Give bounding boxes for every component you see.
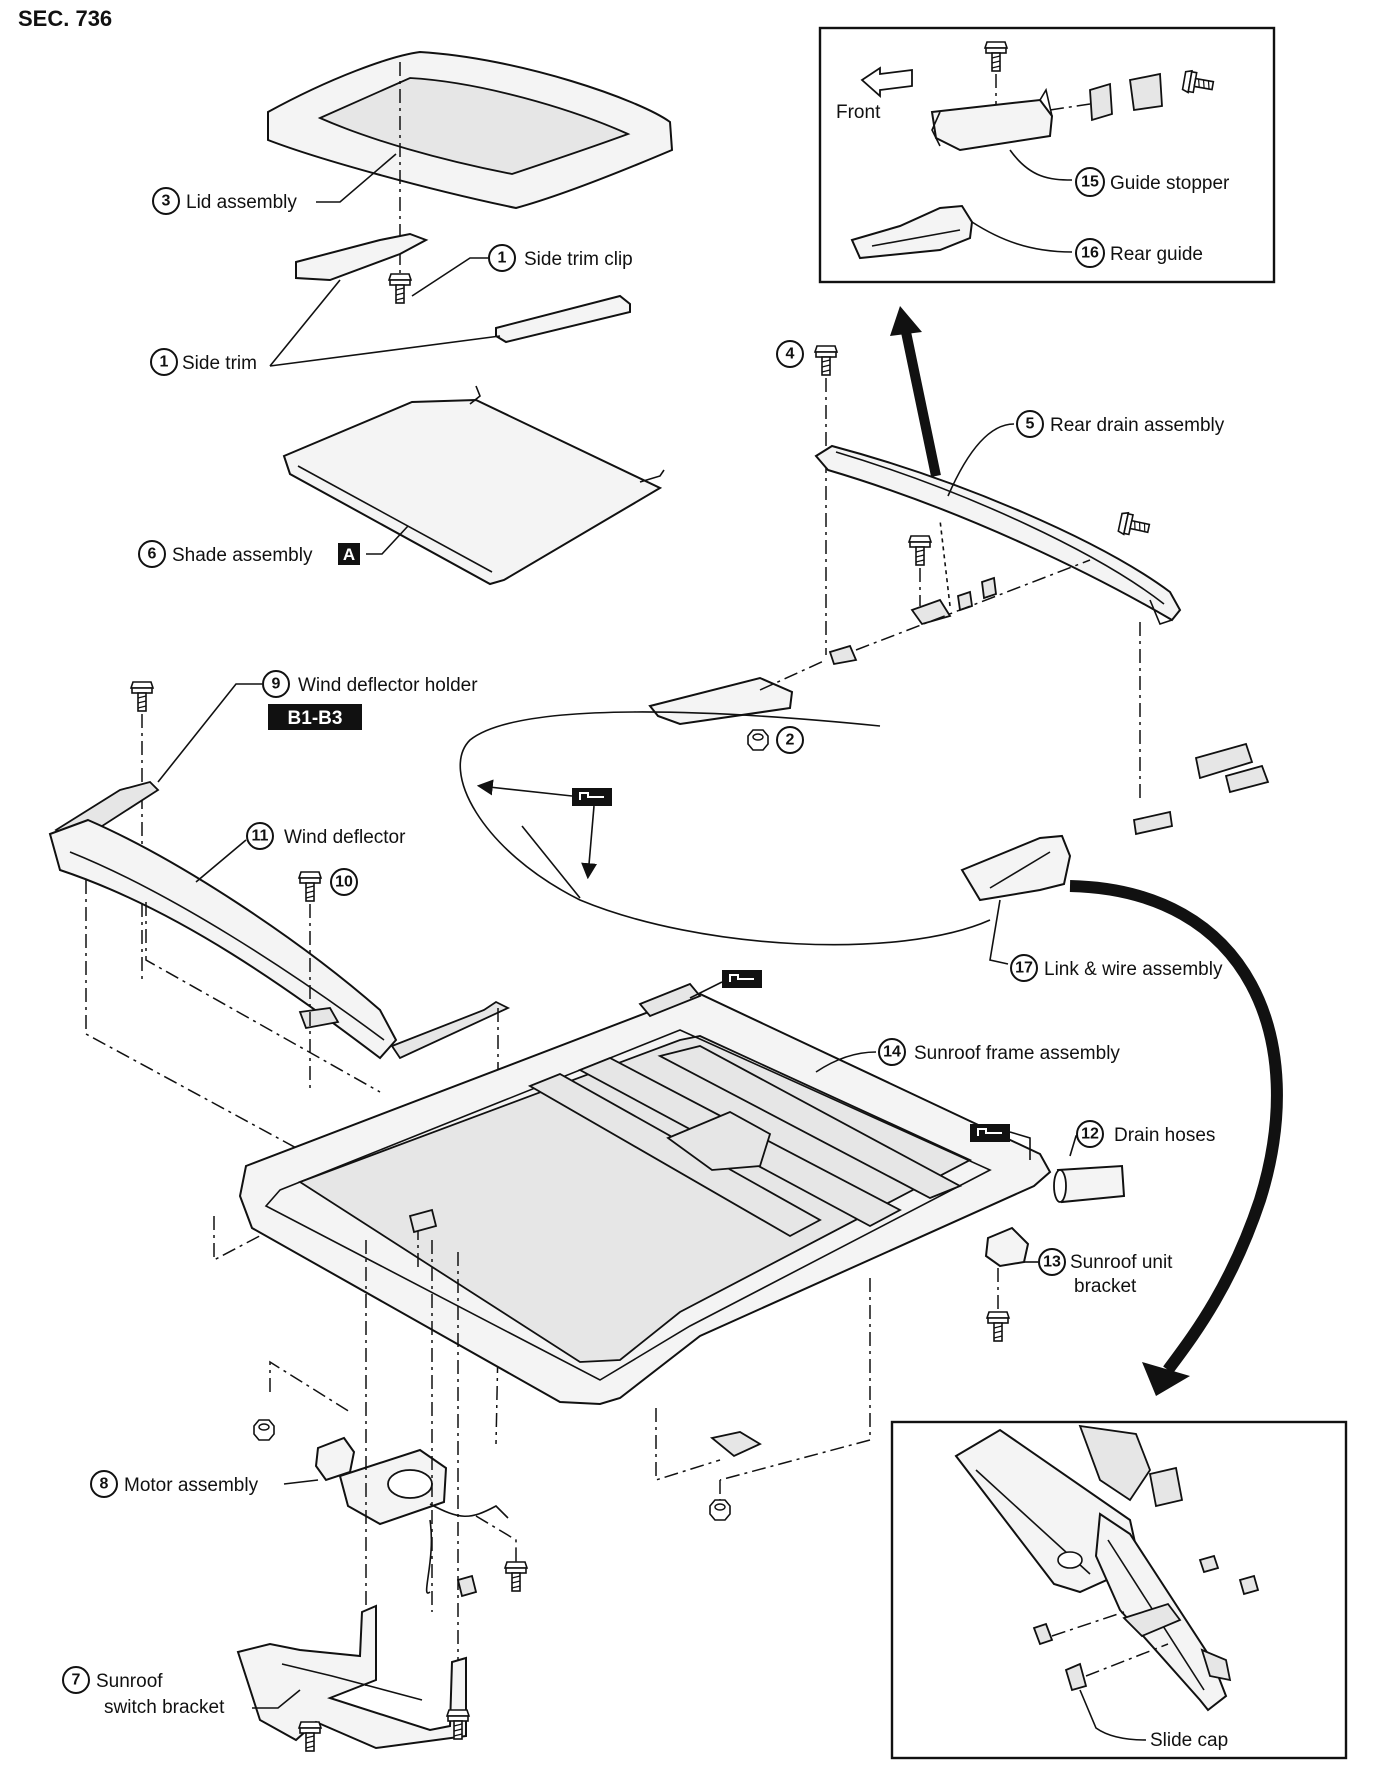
callout-12: 12	[1081, 1126, 1099, 1143]
callout-13: 13	[1043, 1254, 1061, 1271]
grease-icon	[721, 969, 763, 989]
side-trim-clip-label: Side trim clip	[524, 249, 633, 270]
bolt-icon	[986, 1311, 1010, 1342]
bolt-icon	[504, 1561, 528, 1592]
bolt-icon	[1181, 68, 1216, 98]
callout-5: 5	[1026, 416, 1035, 433]
front-label: Front	[836, 102, 881, 123]
callout-9: 9	[272, 676, 281, 693]
motor-assembly	[314, 1436, 509, 1598]
rear-guide-part	[850, 204, 974, 260]
sunroof-frame-assembly	[238, 982, 1052, 1458]
rear-guide-label: Rear guide	[1110, 244, 1203, 265]
side-trim-part	[495, 294, 631, 344]
callout-17: 17	[1015, 960, 1033, 977]
callout-15: 15	[1081, 174, 1099, 191]
shade-assembly	[282, 385, 665, 586]
grease-icon	[969, 1123, 1011, 1143]
callout-14: 14	[883, 1044, 901, 1061]
sunroof-switch-bracket	[236, 1604, 467, 1750]
link-wire-assembly	[960, 834, 1072, 902]
wind-deflector-holder-label: Wind deflector holder	[298, 675, 478, 696]
bolt-icon	[908, 535, 932, 566]
switch-bracket-label-2: switch bracket	[104, 1697, 225, 1718]
slide-cap-label: Slide cap	[1150, 1730, 1228, 1751]
bolt-icon	[298, 871, 322, 902]
callout-2: 2	[786, 732, 795, 749]
callout-4: 4	[786, 346, 795, 363]
bolt-icon	[298, 1721, 322, 1752]
drain-hose-part	[1056, 1164, 1126, 1204]
bolt-icon	[130, 681, 154, 712]
callout-10: 10	[335, 874, 353, 891]
guide-stopper-part	[930, 98, 1054, 152]
shade-badge: A	[343, 545, 355, 564]
side-trim-clip	[388, 273, 412, 304]
bolt-icon	[814, 345, 838, 376]
drain-hoses-label: Drain hoses	[1114, 1125, 1215, 1146]
rear-drain-assembly	[814, 444, 1182, 625]
callout-11: 11	[252, 828, 269, 845]
detail-box-slide-cap	[890, 1420, 1348, 1760]
wind-deflector-holder-badge: B1-B3	[288, 708, 343, 729]
guide-stopper-label: Guide stopper	[1110, 173, 1230, 194]
callout-1-clip: 1	[498, 250, 507, 267]
sunroof-unit-bracket	[984, 1226, 1030, 1268]
switch-bracket-label-1: Sunroof	[96, 1671, 163, 1692]
nut-icon	[709, 1499, 731, 1521]
bolt-icon	[1117, 510, 1152, 540]
direction-arrow-icon	[860, 66, 913, 99]
sunroof-unit-bracket-label-1: Sunroof unit	[1070, 1252, 1173, 1273]
callout-16: 16	[1081, 245, 1099, 262]
nut-icon	[747, 729, 769, 751]
sunroof-frame-assembly-label: Sunroof frame assembly	[914, 1043, 1120, 1064]
wind-deflector	[48, 818, 398, 1060]
callout-1-trim: 1	[160, 354, 169, 371]
sunroof-unit-bracket-label-2: bracket	[1074, 1276, 1137, 1297]
callout-3: 3	[162, 193, 171, 210]
callout-6: 6	[148, 546, 157, 563]
motor-assembly-label: Motor assembly	[124, 1475, 259, 1496]
shade-assembly-label: Shade assembly	[172, 545, 313, 566]
callout-7: 7	[72, 1672, 81, 1689]
side-trim-label: Side trim	[182, 353, 257, 374]
detail-box-guide-stopper: Front 15 Guide stopper 16 Rear guide	[818, 26, 1276, 284]
callout-8: 8	[100, 1476, 109, 1493]
link-wire-assembly-label: Link & wire assembly	[1044, 959, 1223, 980]
nut-icon	[253, 1419, 275, 1441]
section-number: SEC. 736	[18, 6, 112, 31]
side-trim-part	[295, 232, 429, 282]
bolt-icon	[984, 41, 1008, 72]
wind-deflector-label: Wind deflector	[284, 827, 406, 848]
grease-icon	[571, 787, 613, 807]
lid-assembly	[267, 50, 674, 210]
lid-assembly-label: Lid assembly	[186, 192, 297, 213]
rear-drain-assembly-label: Rear drain assembly	[1050, 415, 1225, 436]
